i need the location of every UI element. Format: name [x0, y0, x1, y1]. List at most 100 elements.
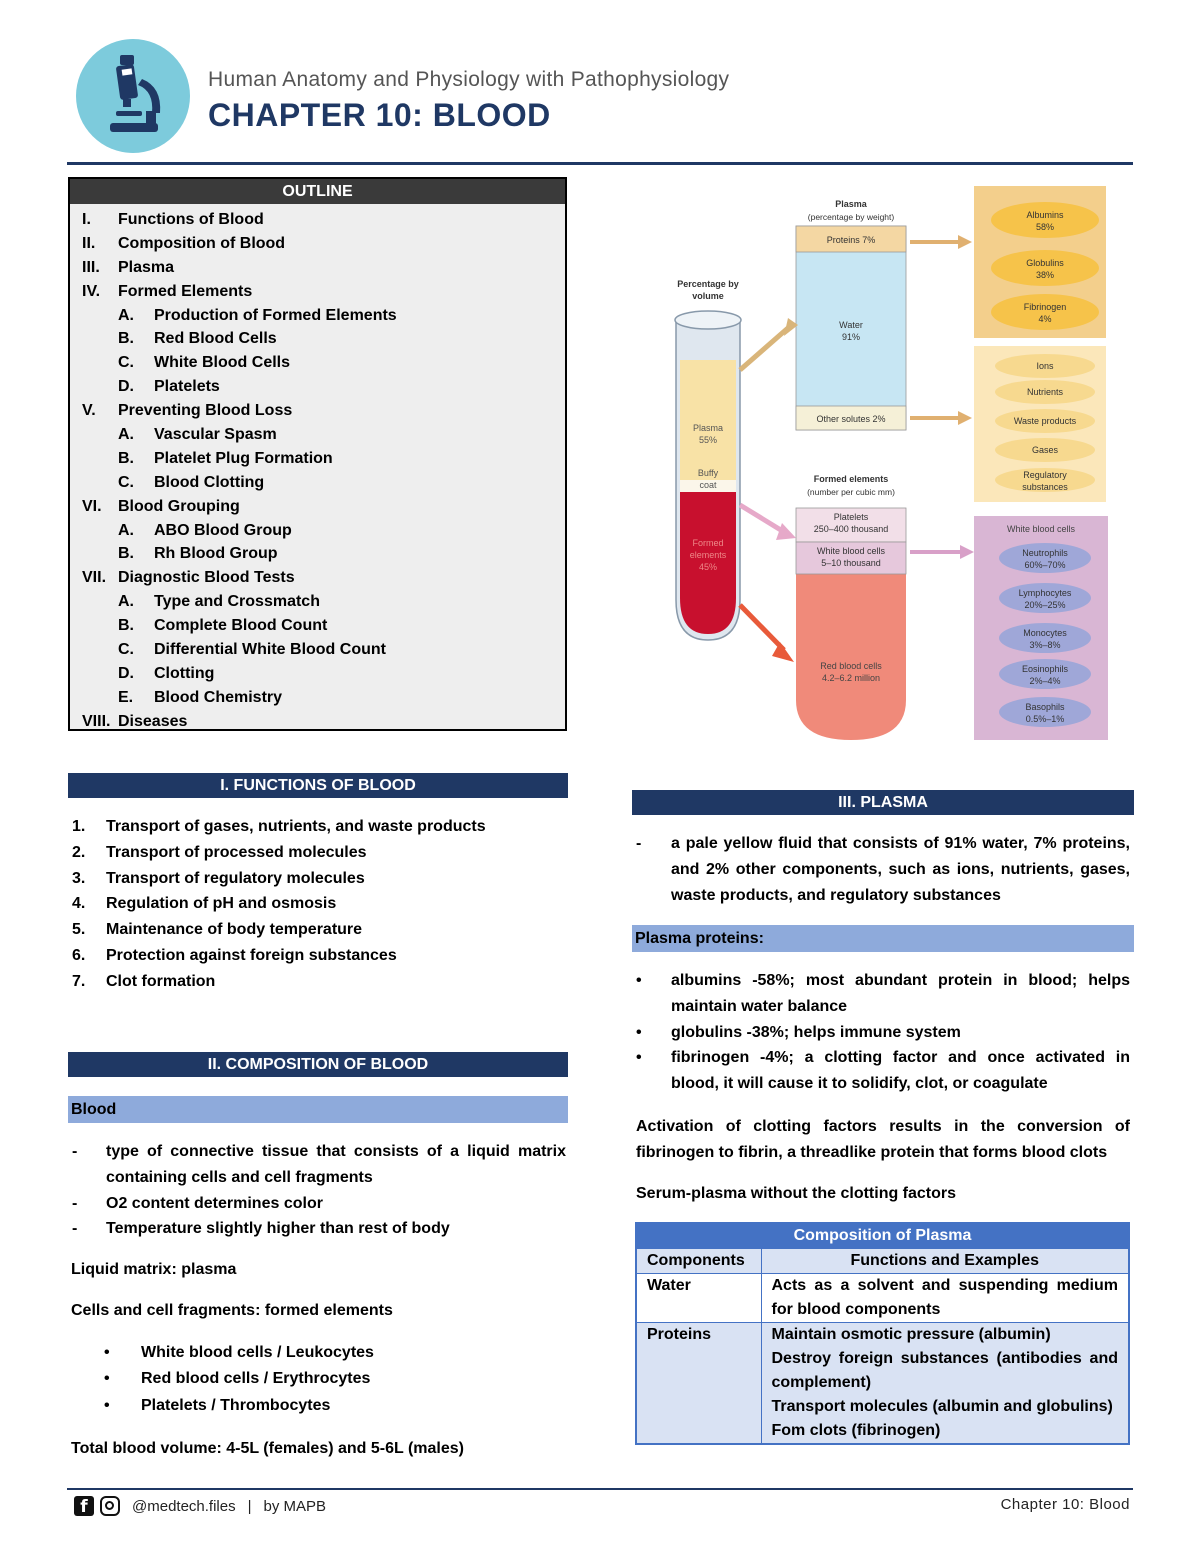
- wbc-cell: [795, 541, 907, 575]
- plasma-proteins-list: •albumins -58%; most abundant protein in…: [636, 968, 1130, 1097]
- solute-label: substances: [1022, 482, 1068, 492]
- outline-item-number: B.: [118, 545, 134, 563]
- platelets-count: 250–400 thousand: [814, 524, 889, 534]
- pct-volume-label: Percentage by: [677, 279, 739, 289]
- function-text: Maintenance of body temperature: [106, 921, 363, 939]
- outline-item: C.White Blood Cells: [82, 351, 565, 375]
- rbc-label: Red blood cells: [820, 661, 882, 671]
- outline-item: V.Preventing Blood Loss: [82, 399, 565, 423]
- outline-item-number: III.: [82, 258, 100, 276]
- solute-label: Nutrients: [1027, 387, 1064, 397]
- outline-item-text: Diseases: [118, 712, 188, 730]
- composition-heading: II. COMPOSITION OF BLOOD: [68, 1052, 568, 1077]
- outline-item: B.Complete Blood Count: [82, 614, 565, 638]
- bullet-icon: •: [636, 1049, 642, 1067]
- outline-item-text: Diagnostic Blood Tests: [118, 569, 295, 587]
- facebook-icon[interactable]: f: [74, 1496, 94, 1517]
- solute-label: Waste products: [1014, 416, 1077, 426]
- outline-item-number: VIII.: [82, 712, 111, 730]
- pct-volume-label-2: volume: [692, 291, 724, 301]
- table-caption: Composition of Plasma: [635, 1222, 1130, 1249]
- protein-type-name: Globulins: [1026, 258, 1064, 268]
- outline-item-number: B.: [118, 330, 134, 348]
- list-item: -O2 content determines color: [72, 1191, 566, 1217]
- rbc-count: 4.2–6.2 million: [822, 673, 880, 683]
- total-volume-text: Total blood volume: 4-5L (females) and 5…: [71, 1440, 464, 1457]
- outline-item-text: Type and Crossmatch: [154, 593, 320, 611]
- table-cell-water: Water: [635, 1273, 762, 1323]
- proteins-label: Proteins 7%: [827, 235, 876, 245]
- protein-fn-2: Destroy foreign substances (antibodies a…: [771, 1350, 1119, 1391]
- platelets-cell: [795, 507, 907, 543]
- solute-ellipse: [995, 438, 1095, 462]
- list-number: 4.: [72, 895, 86, 913]
- list-item: -Temperature slightly higher than rest o…: [72, 1216, 566, 1242]
- list-item: •Platelets / Thrombocytes: [104, 1393, 524, 1419]
- formed-subtitle: (number per cubic mm): [807, 487, 895, 497]
- functions-list: 1.Transport of gases, nutrients, and was…: [72, 814, 567, 995]
- list-number: 6.: [72, 946, 86, 964]
- protein-type-pct: 38%: [1036, 270, 1054, 280]
- footer-separator: |: [247, 1497, 252, 1515]
- list-item: 6.Protection against foreign substances: [72, 943, 567, 969]
- table-cell-water-fn: Acts as a solvent and suspending medium …: [760, 1273, 1130, 1323]
- tube-formed: [680, 492, 736, 634]
- outline-item: VI. Blood Grouping: [82, 495, 565, 519]
- header-divider: [67, 162, 1133, 165]
- instagram-icon[interactable]: [100, 1496, 120, 1516]
- bullet-icon: •: [104, 1396, 110, 1414]
- list-item: 1.Transport of gases, nutrients, and was…: [72, 814, 567, 840]
- plasma-description: -a pale yellow fluid that consists of 91…: [636, 831, 1130, 908]
- list-item: 4. Regulation of pH and osmosis: [72, 891, 567, 917]
- outline-item-text: Composition of Blood: [118, 234, 286, 252]
- wbc-type-ellipse: [999, 697, 1091, 727]
- other-solutes-cell: [795, 405, 907, 431]
- outline-item-number: VI.: [82, 497, 102, 515]
- wbc-type-ellipse: [999, 543, 1091, 573]
- wbc-types: Neutrophils60%–70%Lymphocytes20%–25%Mono…: [999, 543, 1091, 727]
- outline-item: C.Differential White Blood Count: [82, 638, 565, 662]
- wbc-type-pct: 0.5%–1%: [1026, 714, 1065, 724]
- outline-item-number: C.: [118, 354, 134, 372]
- functions-heading: I. FUNCTIONS OF BLOOD: [68, 773, 568, 798]
- solute-ellipse: [995, 354, 1095, 378]
- table-row: Proteins Maintain osmotic pressure (albu…: [635, 1322, 1130, 1445]
- outline-item: B.Platelet Plug Formation: [82, 447, 565, 471]
- solute-label: Gases: [1032, 445, 1059, 455]
- outline-item-text: Blood Chemistry: [154, 688, 283, 706]
- outline-item: D.Clotting: [82, 662, 565, 686]
- wbc-label: White blood cells: [817, 546, 886, 556]
- outline-item: A.Vascular Spasm: [82, 423, 565, 447]
- tube-plasma-pct: 55%: [699, 435, 717, 445]
- protein-type-pct: 4%: [1038, 314, 1051, 324]
- formed-element-text: White blood cells / Leukocytes: [141, 1344, 374, 1361]
- tube-formed-label: Formed: [692, 538, 723, 548]
- wbc-type-ellipse: [999, 623, 1091, 653]
- protein-fn-1: Maintain osmotic pressure (albumin): [771, 1326, 1051, 1343]
- outline-item-text: Blood Grouping: [118, 497, 240, 515]
- outline-item-number: B.: [118, 449, 134, 467]
- formed-element-text: Red blood cells / Erythrocytes: [141, 1370, 371, 1388]
- composition-text: type of connective tissue that consists …: [106, 1143, 566, 1186]
- arrows: [738, 235, 974, 662]
- wbc-panel-title: White blood cells: [1007, 524, 1076, 534]
- function-text: Regulation of pH and osmosis: [106, 895, 337, 913]
- outline-item: B.Red Blood Cells: [82, 327, 565, 351]
- water-column: [795, 225, 907, 431]
- table-col-components: Components: [635, 1248, 762, 1274]
- outline-item-number: E.: [118, 688, 134, 706]
- list-item: • Red blood cells / Erythrocytes: [104, 1366, 524, 1392]
- protein-type-ellipse: [991, 294, 1099, 330]
- table-row: Water Acts as a solvent and suspending m…: [635, 1273, 1130, 1323]
- formed-elements-list: • White blood cells / Leukocytes • Red bloo…: [104, 1340, 524, 1419]
- outline-item-text: Differential White Blood Count: [154, 641, 386, 659]
- protein-type-name: Albumins: [1026, 210, 1064, 220]
- proteins-cell: [795, 225, 907, 253]
- list-number: 3.: [72, 869, 86, 887]
- plasma-protein-text: globulins -38%; helps immune system: [671, 1023, 961, 1041]
- chapter-title: CHAPTER 10: BLOOD: [208, 97, 551, 133]
- bullet-icon: •: [104, 1370, 110, 1388]
- outline-item-text: Rh Blood Group: [154, 545, 278, 563]
